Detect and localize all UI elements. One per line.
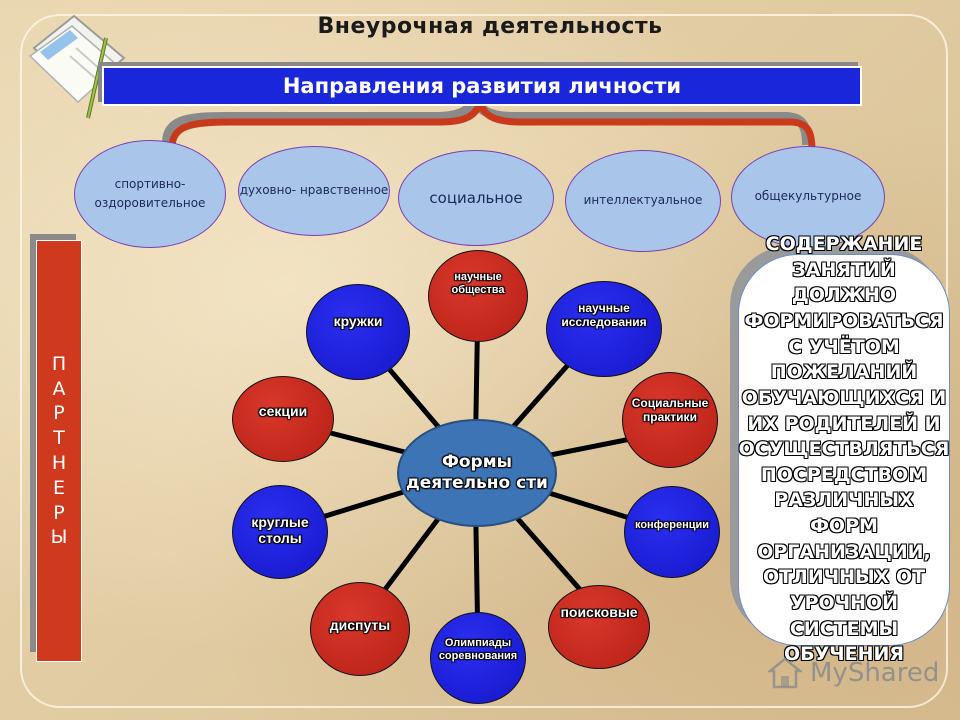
partners-letter: Р (53, 402, 65, 425)
form-node-round-tables: круглые столы (232, 485, 328, 579)
direction-sport: спортивно- оздоровительное (74, 140, 226, 248)
direction-cultural: общекультурное (731, 146, 885, 248)
directions-banner: Направления развития личности (102, 66, 862, 106)
partners-letter: Т (53, 427, 65, 450)
form-node-sections: секции (232, 376, 334, 462)
center-node-activity-forms: Формы деятельно сти (397, 419, 557, 527)
partners-letter: Ы (50, 526, 68, 549)
form-node-scientific-societies: научные общества (428, 250, 528, 342)
partners-letter: Н (51, 452, 67, 474)
form-node-debates: диспуты (310, 582, 410, 676)
info-text: СОДЕРЖАНИЕ ЗАНЯТИЙ ДОЛЖНО ФОРМИРОВАТЬСЯ … (738, 233, 950, 666)
partners-bar: П А Р Т Н Е Р Ы (36, 240, 82, 662)
partners-letter: П (51, 352, 67, 375)
form-node-social-practices: Социальные практики (622, 372, 718, 468)
form-node-olympiads: Олимпиады соревнования (430, 612, 526, 704)
form-node-clubs: кружки (306, 284, 410, 380)
slide-title: Внеурочная деятельность (317, 14, 663, 39)
direction-social: социальное (398, 150, 554, 246)
partners-letter: А (52, 377, 66, 400)
form-node-conferences: конференции (624, 486, 720, 578)
partners-letter: Р (53, 501, 65, 524)
logo-text: MyShared (810, 658, 940, 688)
myshared-logo: MyShared (768, 656, 939, 690)
form-node-scientific-research: научные исследования (546, 281, 662, 377)
form-node-search: поисковые (548, 585, 650, 669)
direction-intellectual: интеллектуальное (565, 150, 721, 252)
info-callout: СОДЕРЖАНИЕ ЗАНЯТИЙ ДОЛЖНО ФОРМИРОВАТЬСЯ … (738, 233, 950, 665)
partners-letter: Е (52, 476, 65, 499)
direction-moral: духовно- нравственное (238, 146, 390, 236)
house-icon (768, 657, 802, 689)
notebook-icon (28, 14, 126, 119)
